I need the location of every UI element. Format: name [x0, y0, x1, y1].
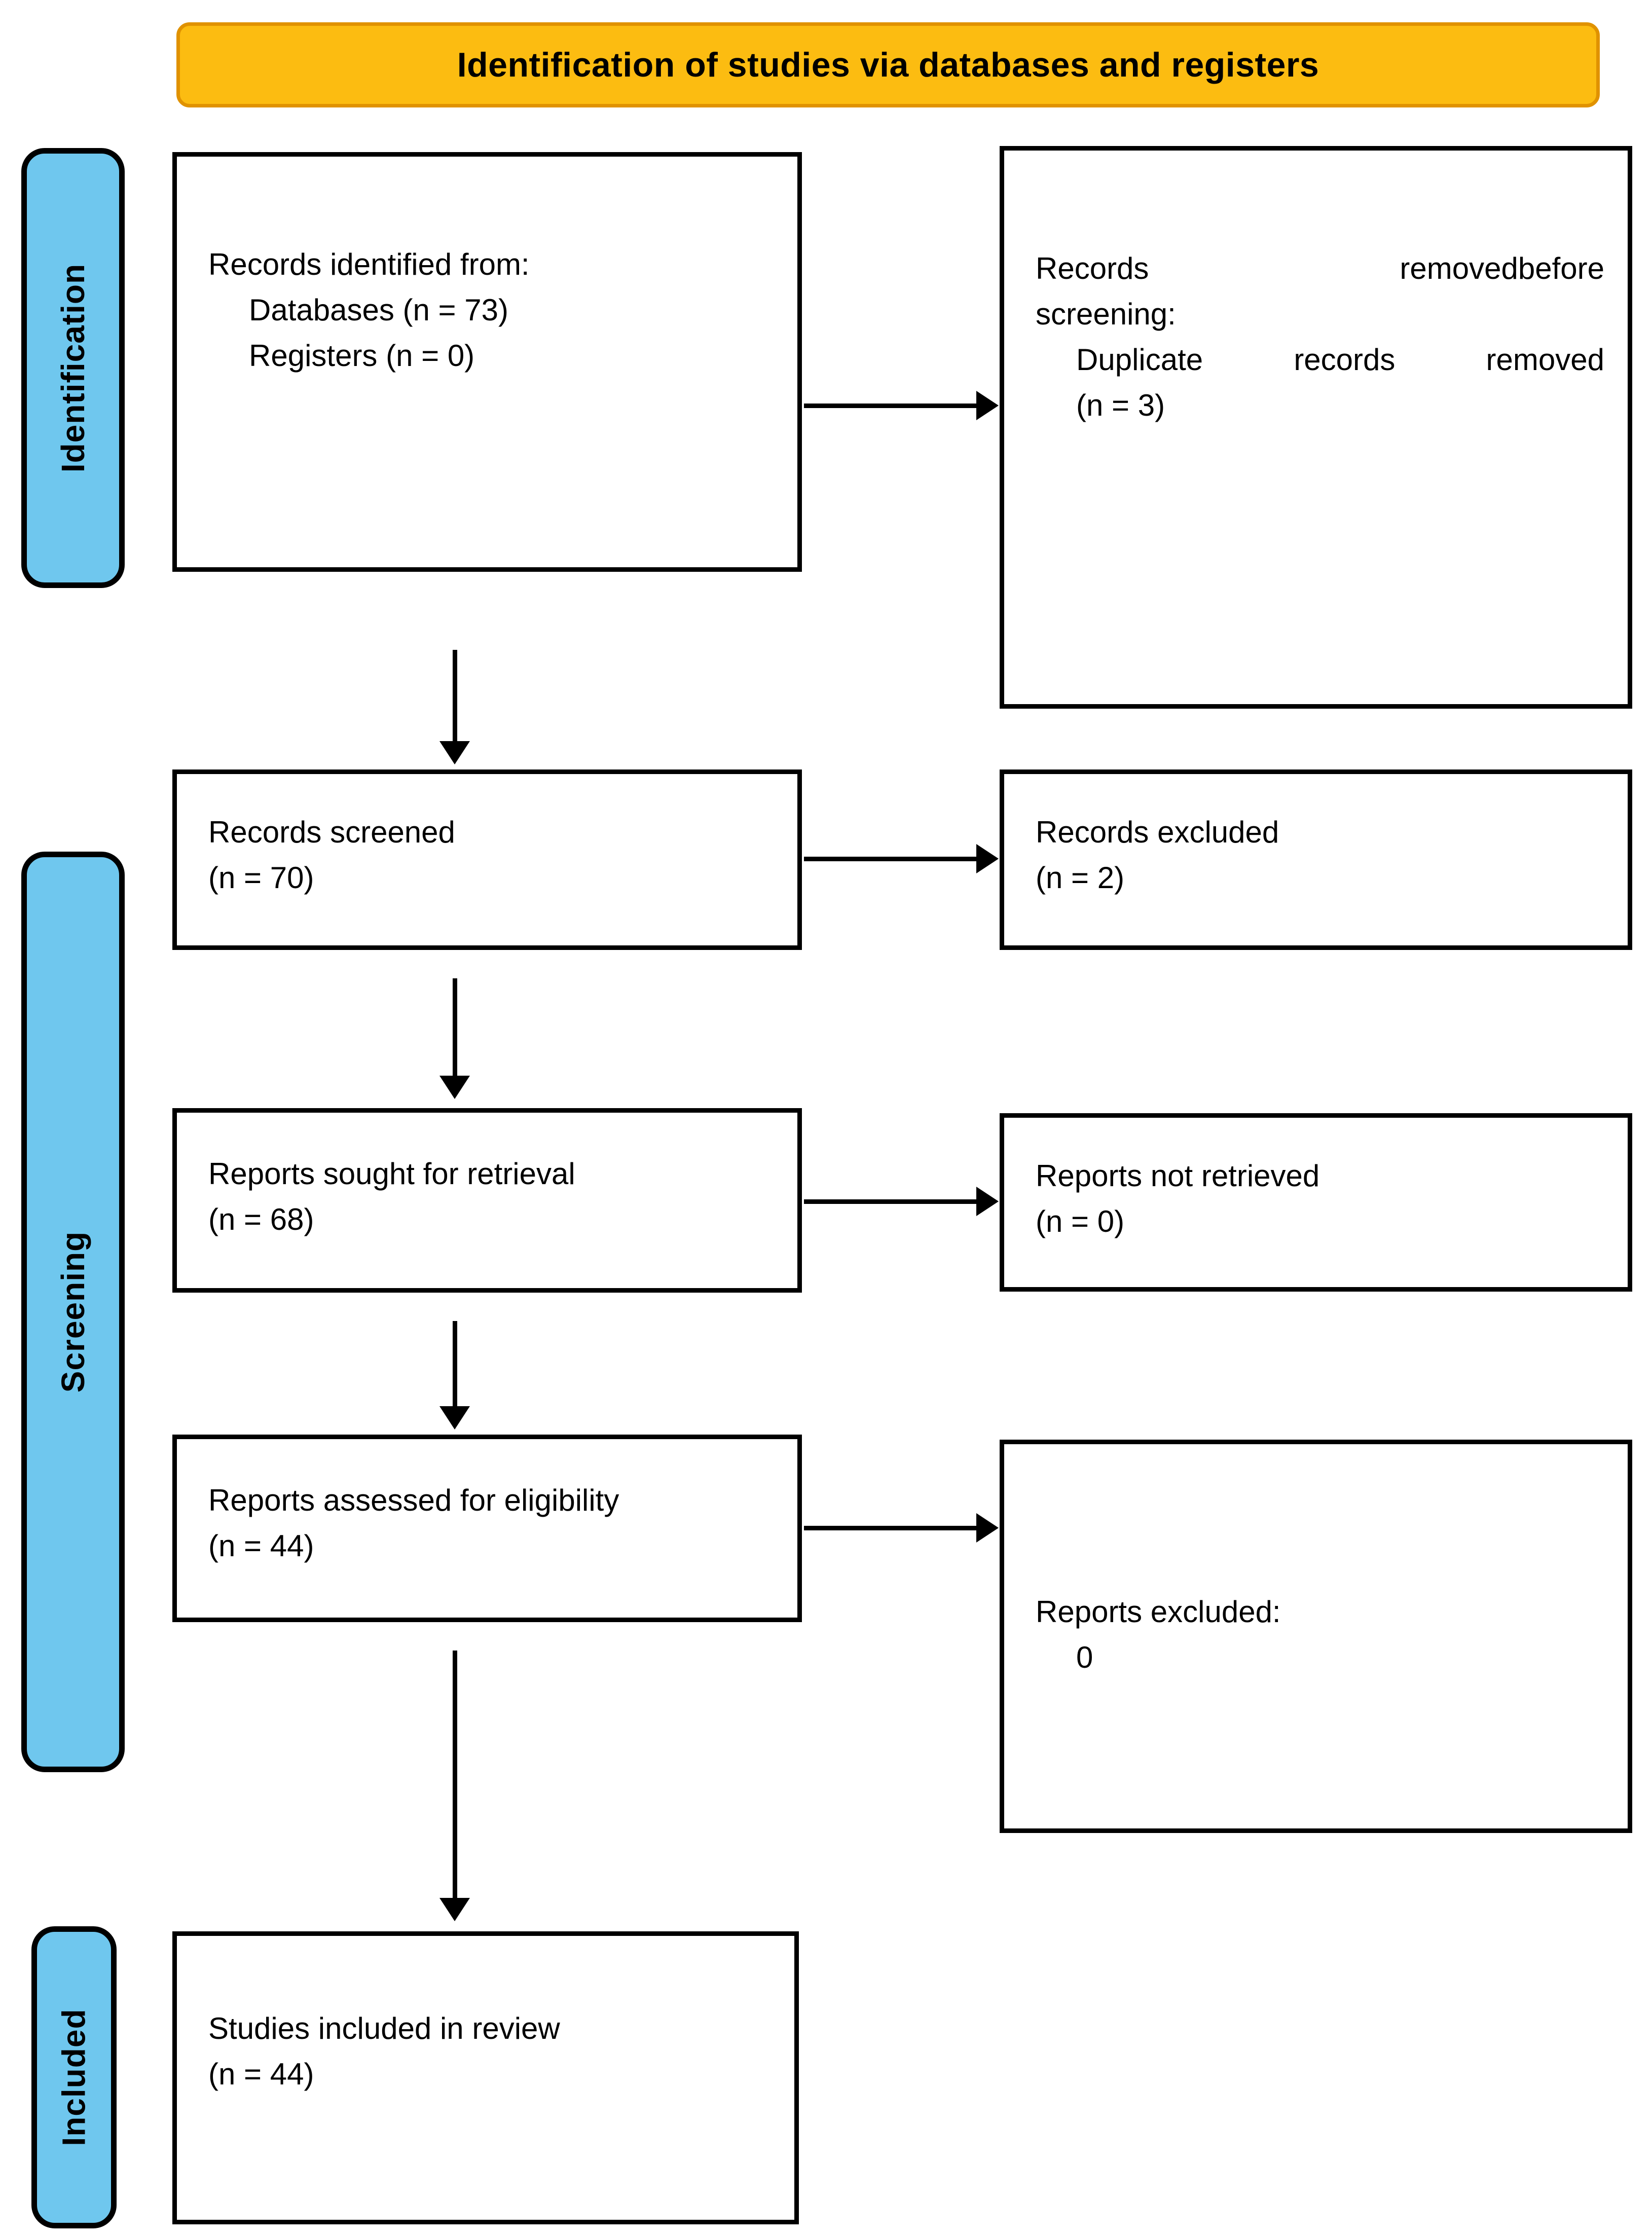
stage-tab-screening: Screening: [21, 852, 125, 1772]
box-reports-excluded: Reports excluded: 0: [1000, 1440, 1632, 1833]
reports-excluded-label: Reports excluded:: [1036, 1595, 1281, 1629]
box-studies-included: Studies included in review (n = 44): [172, 1931, 799, 2224]
records-removed-before-word: before: [1518, 251, 1604, 285]
box-records-excluded: Records excluded (n = 2): [1000, 769, 1632, 950]
box-reports-sought-text: Reports sought for retrieval (n = 68): [208, 1151, 774, 1242]
box-reports-assessed-text: Reports assessed for eligibility (n = 44…: [208, 1478, 774, 1569]
arrow-sought-to-not-retrieved: [804, 1187, 999, 1216]
box-reports-assessed: Reports assessed for eligibility (n = 44…: [172, 1435, 802, 1622]
stage-tab-identification: Identification: [21, 148, 125, 588]
records-identified-databases: Databases (n = 73): [249, 293, 508, 327]
records-excluded-count: (n = 2): [1036, 861, 1125, 895]
records-excluded-label: Records excluded: [1036, 815, 1279, 849]
studies-included-label: Studies included in review: [208, 2011, 560, 2045]
records-identified-registers: Registers (n = 0): [249, 339, 475, 373]
reports-not-retrieved-label: Reports not retrieved: [1036, 1159, 1320, 1193]
studies-included-count: (n = 44): [208, 2057, 314, 2091]
reports-not-retrieved-count: (n = 0): [1036, 1204, 1125, 1238]
box-records-identified: Records identified from: Databases (n = …: [172, 152, 802, 572]
stage-tab-included: Included: [31, 1926, 117, 2228]
box-reports-excluded-text: Reports excluded: 0: [1036, 1589, 1604, 1680]
records-identified-heading: Records identified from:: [208, 247, 530, 281]
reports-sought-label: Reports sought for retrieval: [208, 1157, 575, 1191]
arrow-screened-to-records-excluded: [804, 844, 999, 873]
box-reports-not-retrieved-text: Reports not retrieved (n = 0): [1036, 1153, 1604, 1244]
stage-tab-identification-label: Identification: [55, 263, 91, 473]
box-records-removed: Records removedbefore screening: Duplica…: [1000, 146, 1632, 709]
records-screened-label: Records screened: [208, 815, 455, 849]
box-records-screened: Records screened (n = 70): [172, 769, 802, 950]
records-removed-duplicates-count: (n = 3): [1076, 388, 1165, 422]
reports-assessed-count: (n = 44): [208, 1529, 314, 1563]
arrow-identified-to-screened: [439, 650, 470, 764]
box-records-removed-text: Records removedbefore screening: Duplica…: [1036, 246, 1604, 428]
box-studies-included-text: Studies included in review (n = 44): [208, 2006, 771, 2097]
box-records-identified-text: Records identified from: Databases (n = …: [208, 242, 774, 379]
records-removed-text: Records removed: [1036, 251, 1518, 285]
records-screened-count: (n = 70): [208, 861, 314, 895]
records-removed-heading-line1: Records removedbefore: [1036, 246, 1604, 291]
arrow-sought-to-assessed: [439, 1321, 470, 1429]
reports-excluded-count: 0: [1076, 1640, 1093, 1674]
stage-tab-screening-label: Screening: [55, 1231, 91, 1393]
arrow-screened-to-sought: [439, 978, 470, 1099]
arrow-assessed-to-reports-excluded: [804, 1513, 999, 1543]
diagram-header-banner: Identification of studies via databases …: [176, 22, 1600, 107]
arrow-assessed-to-included: [439, 1651, 470, 1921]
box-records-screened-text: Records screened (n = 70): [208, 810, 774, 901]
stage-tab-included-label: Included: [56, 2008, 92, 2146]
box-reports-sought: Reports sought for retrieval (n = 68): [172, 1108, 802, 1293]
arrow-identified-to-removed: [804, 391, 999, 420]
records-removed-colon: :: [1167, 297, 1176, 331]
records-removed-duplicates: Duplicate records removed: [1076, 343, 1604, 377]
records-removed-screening-word: screening: [1036, 297, 1168, 331]
box-records-excluded-text: Records excluded (n = 2): [1036, 810, 1604, 901]
box-reports-not-retrieved: Reports not retrieved (n = 0): [1000, 1113, 1632, 1292]
reports-sought-count: (n = 68): [208, 1202, 314, 1236]
reports-assessed-label: Reports assessed for eligibility: [208, 1483, 619, 1517]
records-removed-heading-line2: screening:: [1036, 291, 1604, 337]
banner-title: Identification of studies via databases …: [457, 46, 1319, 84]
